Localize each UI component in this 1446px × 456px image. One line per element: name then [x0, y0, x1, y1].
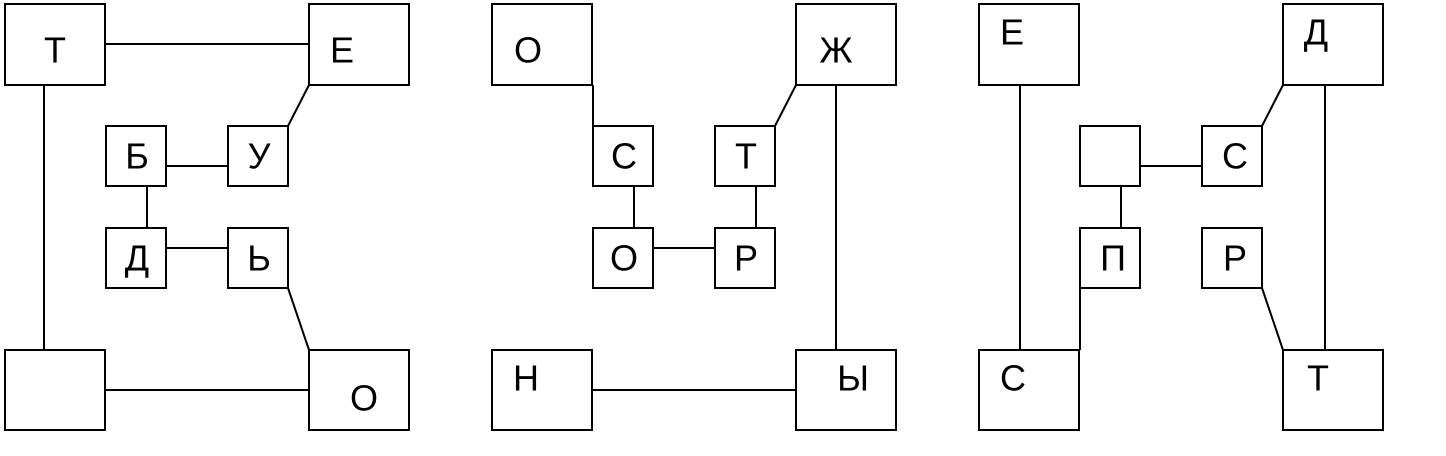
letter-box — [105, 125, 167, 187]
box-letter: Е — [330, 30, 354, 71]
letter-box — [227, 227, 289, 289]
box-letter: Д — [125, 238, 149, 279]
box-letter: Т — [44, 30, 66, 71]
box-letter: О — [514, 30, 542, 71]
puzzle-2: О Ж С Т О Р Н Ы — [491, 3, 897, 431]
letter-box — [714, 125, 776, 187]
letter-box — [227, 125, 289, 187]
letter-box — [978, 349, 1080, 431]
box-letter: Д — [1304, 12, 1328, 53]
letter-box — [795, 349, 897, 431]
empty-letter-box — [4, 349, 106, 431]
letter-box — [1079, 227, 1141, 289]
connector-line — [1261, 287, 1284, 351]
letter-box — [1201, 227, 1263, 289]
puzzle-1: Т Е Б У Д Ь О — [4, 3, 410, 431]
letter-box — [1282, 3, 1384, 86]
box-letter: С — [1222, 136, 1248, 177]
letter-box — [308, 3, 410, 86]
puzzle-3: Е Д С П Р С Т — [978, 3, 1384, 431]
letter-box — [4, 3, 106, 86]
letter-box — [1282, 349, 1384, 431]
letter-box — [491, 3, 593, 86]
box-letter: Р — [734, 238, 758, 279]
letter-box — [308, 349, 410, 431]
box-letter: Н — [513, 358, 539, 399]
letter-box — [1201, 125, 1263, 187]
box-letter: У — [248, 136, 272, 177]
box-letter: Б — [125, 136, 149, 177]
letter-box — [592, 125, 654, 187]
box-letter: П — [1100, 238, 1126, 279]
letter-box — [592, 227, 654, 289]
box-letter: Ы — [837, 358, 869, 399]
box-letter: С — [1000, 358, 1026, 399]
connector-line — [287, 84, 310, 127]
box-letter: Т — [735, 136, 757, 177]
connector-line — [774, 84, 797, 127]
letter-box — [491, 349, 593, 431]
box-letter: Т — [1307, 358, 1329, 399]
box-letter: О — [350, 378, 378, 419]
box-letter: С — [611, 136, 637, 177]
box-letter: Р — [1223, 238, 1247, 279]
connector-line — [1261, 84, 1284, 127]
letter-box — [795, 3, 897, 86]
letter-box — [714, 227, 776, 289]
letter-box — [105, 227, 167, 289]
box-letter: О — [610, 238, 638, 279]
box-letter: Ж — [819, 30, 852, 71]
box-letter: Е — [1000, 12, 1024, 53]
box-letter: Ь — [247, 238, 271, 279]
empty-letter-box — [1079, 125, 1141, 187]
letter-box — [978, 3, 1080, 86]
connector-line — [287, 287, 310, 351]
